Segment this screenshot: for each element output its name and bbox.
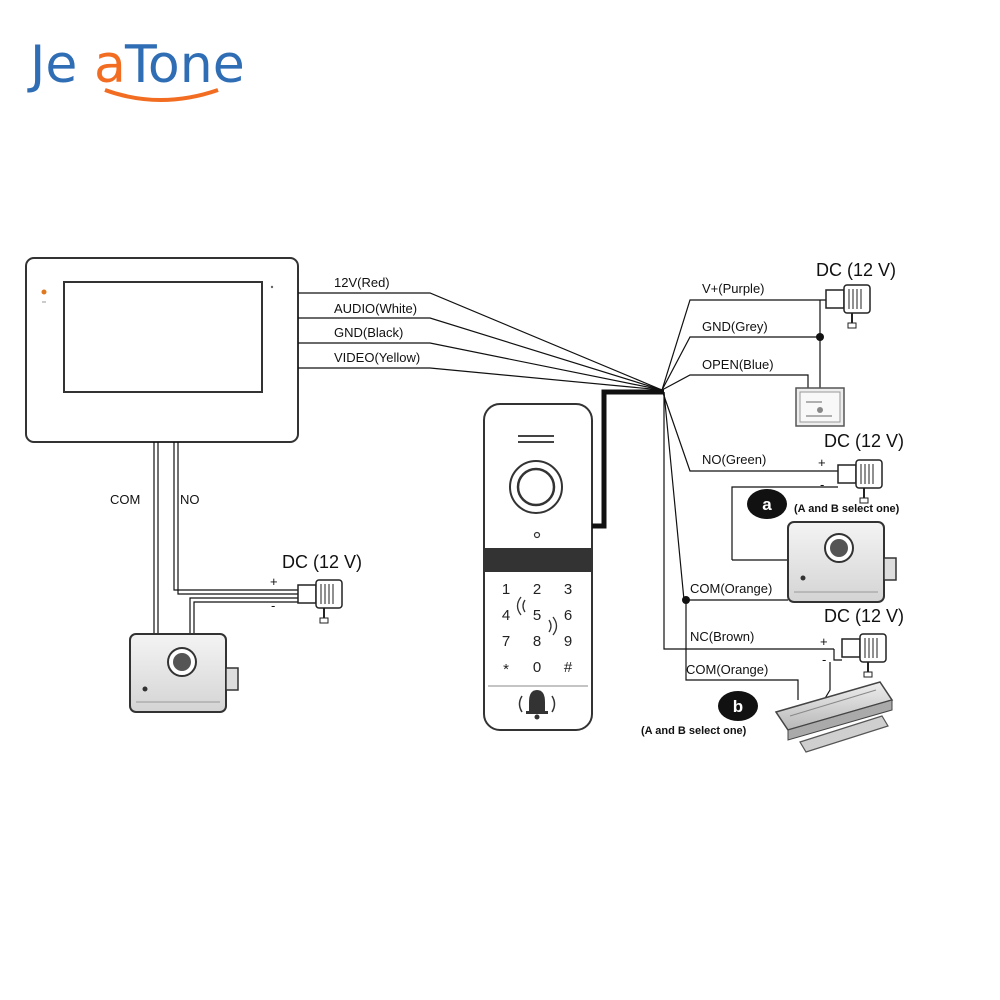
lock-a-plus: + bbox=[818, 455, 826, 470]
monitor-no-label: NO bbox=[180, 492, 200, 507]
wire-label-video: VIDEO(Yellow) bbox=[334, 350, 420, 365]
wire-label-com-b: COM(Orange) bbox=[686, 662, 768, 677]
wire-label-gnd-grey: GND(Grey) bbox=[702, 319, 768, 334]
option-a-note: (A and B select one) bbox=[794, 503, 900, 515]
wire-label-audio: AUDIO(White) bbox=[334, 301, 417, 316]
outdoor-wires bbox=[661, 299, 842, 701]
monitor-lock-wires bbox=[153, 442, 300, 634]
wire-label-no: NO(Green) bbox=[702, 452, 766, 467]
lock-a-minus: - bbox=[820, 477, 824, 492]
keypad-key: 9 bbox=[564, 633, 572, 650]
monitor-dc-label: DC (12 V) bbox=[282, 552, 362, 572]
wire-label-vplus: V+(Purple) bbox=[702, 281, 765, 296]
logo-swoosh bbox=[104, 88, 219, 102]
monitor-screen bbox=[63, 281, 263, 393]
keypad-key: 0 bbox=[533, 659, 541, 676]
logo-text-tone: Tone bbox=[124, 35, 245, 95]
option-b-letter: b bbox=[733, 697, 743, 716]
keypad-key: 5 bbox=[533, 607, 541, 624]
monitor-dc-plus: + bbox=[270, 574, 278, 589]
dc-label-lock-b: DC (12 V) bbox=[824, 606, 904, 626]
monitor-wires bbox=[298, 292, 663, 391]
keypad-key: 7 bbox=[502, 633, 510, 650]
dc-plug-icon bbox=[841, 633, 887, 678]
magnetic-lock-icon bbox=[774, 681, 894, 753]
keypad-key: 3 bbox=[564, 581, 572, 598]
lock-b-plus: + bbox=[820, 634, 828, 649]
wire-label-com-a: COM(Orange) bbox=[690, 581, 772, 596]
dc-label-lock-a: DC (12 V) bbox=[824, 431, 904, 451]
option-b-note: (A and B select one) bbox=[641, 725, 747, 737]
keypad-key: 1 bbox=[502, 581, 510, 598]
rfid-icon bbox=[522, 599, 526, 613]
brand-logo: Je a Tone bbox=[27, 35, 245, 102]
keypad-key: 6 bbox=[564, 607, 572, 624]
keypad-key: 2 bbox=[533, 581, 541, 598]
logo-text-a: a bbox=[94, 35, 126, 95]
keypad-key: 8 bbox=[533, 633, 541, 650]
wire-label-open: OPEN(Blue) bbox=[702, 357, 774, 372]
keypad-key: * bbox=[503, 661, 509, 678]
dc-label-top: DC (12 V) bbox=[816, 260, 896, 280]
exit-button-icon bbox=[795, 387, 845, 427]
doorbell-icon bbox=[518, 690, 556, 720]
electric-lock-a-icon bbox=[787, 521, 897, 603]
monitor-dc-minus: - bbox=[271, 598, 275, 613]
indoor-monitor bbox=[25, 257, 299, 443]
keypad: 1 2 3 4 5 6 7 8 9 * 0 # bbox=[502, 581, 573, 678]
outdoor-station bbox=[483, 403, 593, 731]
keypad-key: 4 bbox=[502, 607, 510, 624]
outdoor-black-band bbox=[484, 548, 592, 572]
junction-dot bbox=[816, 333, 824, 341]
wire-label-gnd: GND(Black) bbox=[334, 325, 403, 340]
logo-text-je: Je bbox=[27, 35, 77, 95]
lock-b-minus: - bbox=[822, 652, 826, 667]
outdoor-main-cable bbox=[592, 389, 664, 529]
dc-plug-icon bbox=[297, 579, 343, 624]
monitor-com-label: COM bbox=[110, 492, 140, 507]
junction-dot bbox=[682, 596, 690, 604]
wire-label-12v: 12V(Red) bbox=[334, 275, 390, 290]
dc-plug-icon bbox=[837, 459, 883, 504]
electric-lock-icon bbox=[129, 633, 239, 713]
wire-label-nc: NC(Brown) bbox=[690, 629, 754, 644]
monitor-led-icon bbox=[41, 289, 47, 295]
dc-plug-icon bbox=[825, 284, 871, 329]
option-b-badge: b bbox=[718, 691, 758, 721]
option-a-badge: a bbox=[747, 489, 787, 519]
keypad-key: # bbox=[564, 659, 573, 676]
option-a-letter: a bbox=[762, 495, 772, 514]
